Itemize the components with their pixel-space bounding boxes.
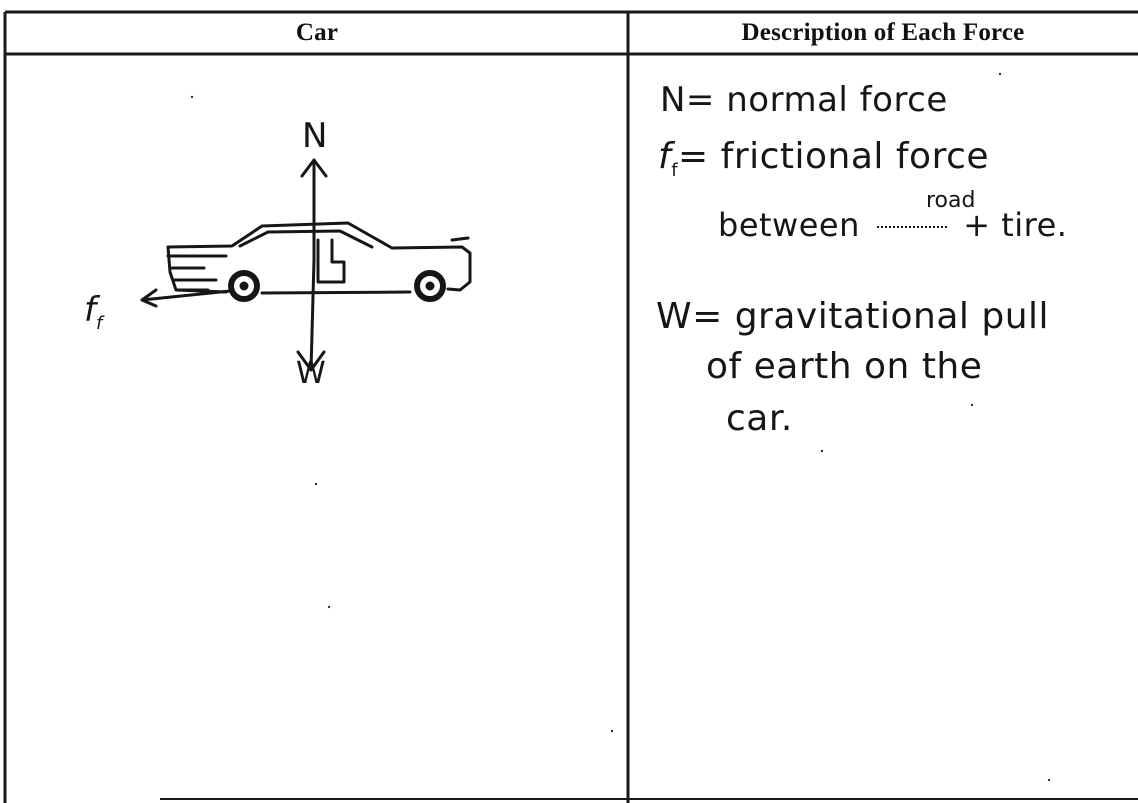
desc-between-word: between [718,206,860,244]
weight-force-label: W [296,356,326,391]
desc-friction-text: = frictional force [678,136,989,177]
desc-between-line: between + tire. [718,206,1067,244]
desc-friction-symbol: f [658,136,671,177]
car-window [240,231,372,247]
weight-force-arrow [298,260,324,370]
normal-force-arrow [302,160,326,260]
normal-force-label: N [302,116,327,156]
desc-normal-force: N= normal force [660,80,948,120]
friction-symbol: f [84,290,96,330]
friction-subscript: f [96,313,102,334]
desc-earth-line: of earth on the [706,346,982,387]
crossed-out-word [877,226,947,228]
desc-gravitational-pull: W= gravitational pull [656,296,1049,337]
friction-force-arrow [142,290,230,306]
desc-tire-text: + tire. [963,206,1067,244]
car-front-fin [452,238,468,240]
friction-force-label: ff [84,290,102,334]
desc-friction-subscript: f [671,160,678,181]
desc-frictional-force: ff= frictional force [658,136,989,181]
desc-car-line: car. [726,398,793,439]
car-rear-detail [172,268,216,290]
car-seat [318,240,344,282]
